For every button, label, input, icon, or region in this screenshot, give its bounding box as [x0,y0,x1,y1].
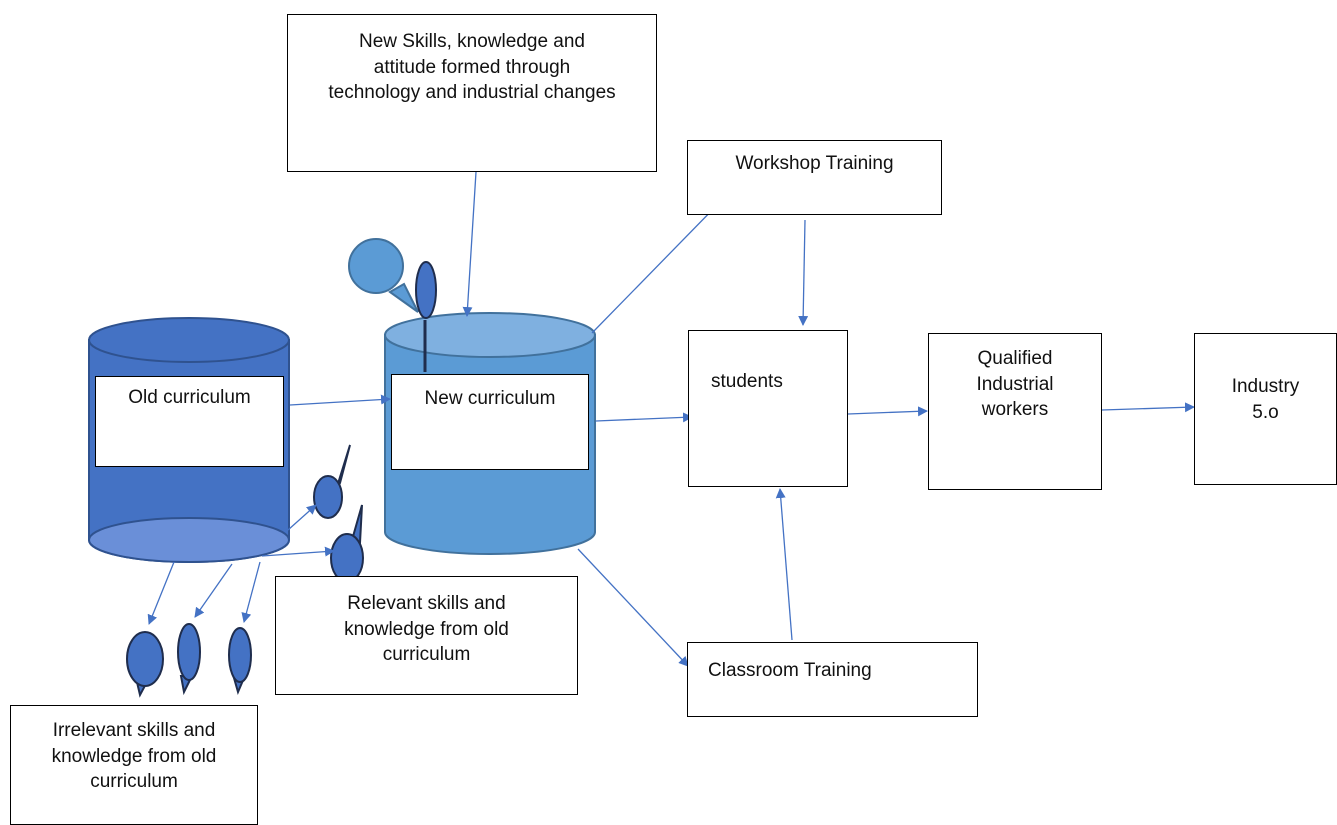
qualified-workers-text: Qualified Industrial workers [976,348,1054,421]
old-curriculum-text: Old curriculum [128,387,251,408]
workshop-training-box: Workshop Training [687,140,942,215]
arrow-old-to-irrelevant-3 [241,561,261,623]
drop-shape-upper [313,444,351,519]
round-callout-shape [348,238,419,313]
arrow-old-to-drop-lower [261,546,335,557]
old-curriculum-box: Old curriculum [95,376,284,467]
drop-shape-irrelevant-2 [177,623,201,696]
workshop-training-text: Workshop Training [735,153,894,174]
classroom-training-box: Classroom Training [687,642,978,717]
arrow-old-to-irrelevant-1 [147,561,175,625]
arrow-workers-to-industry [1101,402,1195,413]
arrow-workshop-to-students [798,219,809,326]
irrelevant-skills-text: Irrelevant skills and knowledge from old… [51,720,217,793]
arrows [147,171,1195,667]
arrow-old-to-drop-upper [287,504,317,531]
drop-shape-irrelevant-1 [126,631,164,698]
new-curriculum-box: New curriculum [391,374,589,470]
students-text: students [711,371,783,392]
irrelevant-skills-box: Irrelevant skills and knowledge from old… [10,705,258,825]
arrow-new-curriculum-to-students [595,412,693,423]
pin-shape-top [415,261,437,372]
arrow-old-to-irrelevant-2 [194,563,233,618]
new-curriculum-text: New curriculum [424,388,556,409]
new-skills-box: New Skills, knowledge and attitude forme… [287,14,657,172]
arrow-old-to-new-curriculum [289,394,391,406]
arrow-new-curriculum-to-workshop [591,198,724,334]
arrow-students-to-workers [847,406,928,417]
arrow-classroom-to-students [775,488,793,641]
arrow-new-skills-to-new-curriculum [462,171,477,317]
classroom-training-text: Classroom Training [708,660,872,681]
arrow-new-curriculum-to-classroom [577,548,689,667]
industry-box: Industry 5.o [1194,333,1337,485]
new-skills-text: New Skills, knowledge and attitude forme… [328,31,616,104]
relevant-skills-text: Relevant skills and knowledge from old c… [344,593,509,666]
students-box: students [688,330,848,487]
industry-text: Industry 5.o [1231,376,1300,423]
qualified-workers-box: Qualified Industrial workers [928,333,1102,490]
drop-shape-lower [330,504,364,583]
drop-shape-irrelevant-3 [228,627,252,695]
relevant-skills-box: Relevant skills and knowledge from old c… [275,576,578,695]
